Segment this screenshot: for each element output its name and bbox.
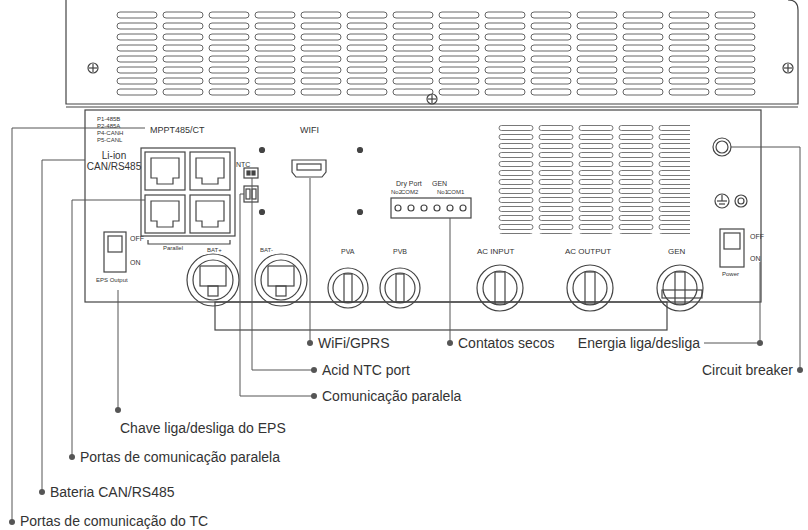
panel-label: MPPT485/CT xyxy=(150,126,205,135)
panel-label: NTC xyxy=(236,161,250,168)
panel-label: No1 xyxy=(437,189,448,195)
panel-label: Dry Port xyxy=(396,180,422,187)
panel-label: PVB xyxy=(393,248,407,255)
panel-label: OFF xyxy=(130,235,144,242)
callout-text: Portas de comunicação paralela xyxy=(80,450,280,464)
panel-label: No2 xyxy=(391,189,402,195)
callout-text: Acid NTC port xyxy=(322,363,410,377)
panel-label: GEN xyxy=(432,180,447,187)
callout-text: Comunicação paralela xyxy=(322,389,461,403)
panel-label: P2-485A xyxy=(97,123,120,129)
panel-label: P4-CANH xyxy=(97,130,123,136)
callout-text: Energia liga/desliga xyxy=(578,336,700,350)
panel-label: BAT- xyxy=(260,247,273,253)
callout-text: Bateria CAN/RS485 xyxy=(50,485,175,499)
panel-label: OFF xyxy=(750,233,764,240)
panel-label: P1-485B xyxy=(97,116,120,122)
callout-text: WiFi/GPRS xyxy=(318,336,390,350)
callout-text: Chave liga/desliga do EPS xyxy=(120,421,286,435)
panel-label: ON xyxy=(750,255,761,262)
panel-label: COM2 xyxy=(401,189,418,195)
panel-label: EPS Output xyxy=(96,277,128,283)
panel-label: AC OUTPUT xyxy=(565,248,611,256)
panel-label: Power xyxy=(722,271,739,277)
panel-label: Li-ion CAN/RS485 xyxy=(86,150,142,172)
panel-label: WIFI xyxy=(300,126,319,135)
panel-label: PVA xyxy=(341,248,355,255)
panel-label: AC INPUT xyxy=(477,248,514,256)
panel-label: COM1 xyxy=(447,189,464,195)
callout-text: Contatos secos xyxy=(458,336,555,350)
panel-label: BAT+ xyxy=(207,247,222,253)
panel-label: Parallel xyxy=(163,245,183,251)
panel-label: P5-CANL xyxy=(97,137,122,143)
panel-label: GEN xyxy=(668,248,685,256)
panel-label: ON xyxy=(130,259,141,266)
callout-text: Circuit breaker xyxy=(702,363,793,377)
callout-text: Portas de comunicação do TC xyxy=(20,514,208,528)
